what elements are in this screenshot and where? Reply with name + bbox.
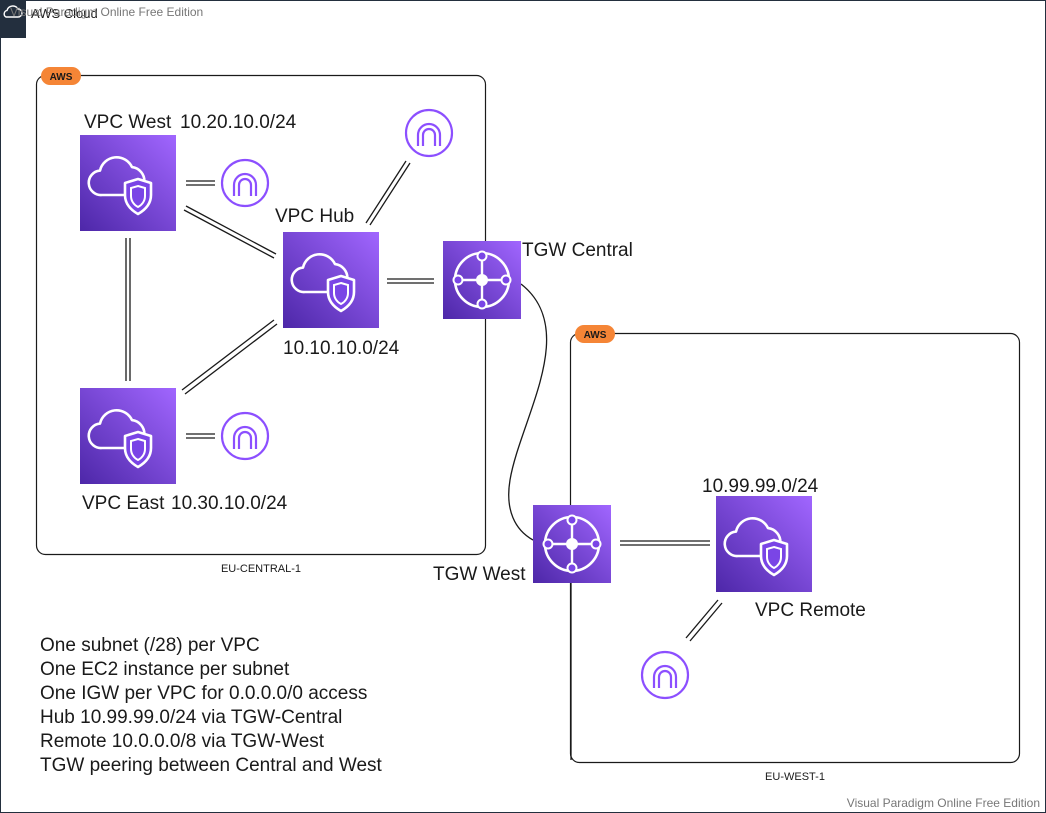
connector-tgw-west-remote [620,540,710,546]
connector-east-hub [181,319,278,395]
tgw-west-icon [531,503,613,585]
notes: One subnet (/28) per VPC One EC2 instanc… [40,635,383,776]
vpc-east-cidr: 10.30.10.0/24 [171,493,288,514]
connector-hub-tgw-central [387,278,434,284]
igw-west-icon [220,158,270,208]
note-line: One IGW per VPC for 0.0.0.0/0 access [40,683,367,704]
note-line: Remote 10.0.0.0/8 via TGW-West [40,731,325,752]
cloud-icon [3,5,23,18]
vpc-east-name: VPC East [82,493,165,514]
vpc-west-icon [78,133,178,233]
watermark-top: Visual Paradigm Online Free Edition [10,5,203,19]
connectors [125,160,723,760]
connector-west-igw [186,180,215,186]
vpc-hub-icon [281,230,381,330]
aws-region-badge: AWS [575,325,615,343]
aws-cloud-tab: AWS Cloud [0,0,98,38]
svg-text:AWS: AWS [584,330,607,341]
svg-text:AWS: AWS [50,72,73,83]
igw-remote-icon [640,650,690,700]
vpc-east-icon [78,386,178,486]
connector-tgw-peering [508,283,548,541]
vpc-west-name: VPC West [84,112,172,133]
tgw-central-icon [441,239,523,321]
tgw-west-label: TGW West [433,564,526,585]
vpc-remote-cidr: 10.99.99.0/24 [702,476,819,497]
note-line: TGW peering between Central and West [40,755,383,776]
tgw-central-label: TGW Central [522,240,633,261]
note-line: One subnet (/28) per VPC [40,635,260,656]
igw-east-icon [220,411,270,461]
vpc-remote-name: VPC Remote [755,600,866,621]
connector-hub-igw [365,160,411,226]
vpc-west-cidr: 10.20.10.0/24 [180,112,297,133]
connector-west-east [125,238,131,381]
aws-cloud-label: AWS Cloud [31,6,98,21]
igw-hub-icon [404,108,454,158]
vpc-hub-name: VPC Hub [275,206,354,227]
connector-east-igw [186,433,215,439]
connector-west-hub [183,205,277,259]
region-eu-west-1: AWS EU-WEST-1 [569,325,1021,783]
vpc-hub-cidr: 10.10.10.0/24 [283,338,400,359]
region-label: EU-WEST-1 [765,771,825,783]
note-line: One EC2 instance per subnet [40,659,290,680]
aws-region-badge: AWS [41,67,81,85]
region-label: EU-CENTRAL-1 [221,563,301,575]
region-eu-central-1: AWS EU-CENTRAL-1 [35,67,487,575]
note-line: Hub 10.99.99.0/24 via TGW-Central [40,707,342,728]
watermark-bottom: Visual Paradigm Online Free Edition [847,796,1040,810]
connector-remote-igw [685,599,723,642]
vpc-remote-icon [714,494,814,594]
